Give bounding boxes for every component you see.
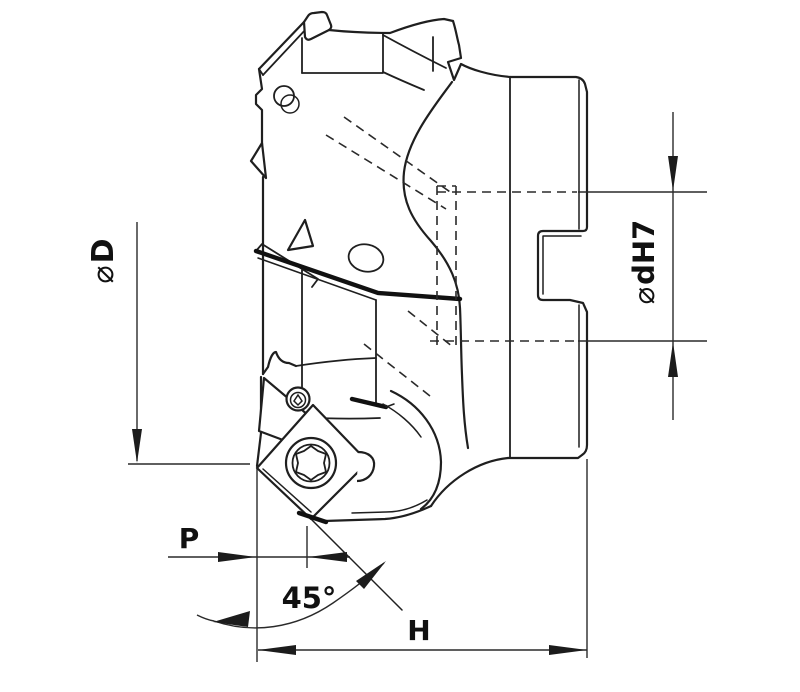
pocket-lip-thick xyxy=(349,396,389,410)
hidden-lines xyxy=(325,116,577,397)
clamp-wedge xyxy=(286,218,315,252)
pocket-wall-inner xyxy=(382,403,422,438)
hidden-diagonal-1 xyxy=(343,116,454,195)
phi-d-arrow-icon xyxy=(132,429,142,463)
keyway-inner-lines xyxy=(542,235,582,295)
hidden-diagonal-4 xyxy=(363,343,431,397)
torx-star-icon xyxy=(295,445,327,481)
bottom-edge xyxy=(322,504,433,523)
h-arrow-left-icon xyxy=(258,645,296,655)
main-insert xyxy=(255,403,376,525)
small-screw-star xyxy=(293,393,303,407)
tooth-notch xyxy=(446,19,512,82)
cutting-edge-underline xyxy=(257,257,377,301)
torx-screw-inner xyxy=(291,443,331,483)
bottom-chamfer-band xyxy=(351,499,428,514)
dimension-p: P xyxy=(168,468,350,662)
top-boss xyxy=(302,10,333,41)
phi-dh7-arrow-up-icon xyxy=(668,342,678,377)
small-screw-inner xyxy=(289,391,307,409)
insert-tip-edge-thick xyxy=(296,510,329,525)
top-rim xyxy=(327,17,455,35)
pocket-wall-arc xyxy=(389,389,443,511)
gash-connector xyxy=(382,71,425,91)
label-diameter-dh7: ⌀dH7 xyxy=(627,220,661,305)
bottom-fillet xyxy=(429,456,510,508)
angle-45-tail xyxy=(196,614,215,622)
pocket-top-line xyxy=(295,357,377,367)
insert-chamfer-band xyxy=(262,468,312,513)
dimension-phi-d: ⌀D xyxy=(86,222,250,465)
label-angle-45: 45° xyxy=(282,581,337,615)
flute-screw-hole-icon xyxy=(273,85,295,107)
left-edge-upper xyxy=(254,67,264,147)
label-p: P xyxy=(179,522,200,555)
angle-45-arrow-right-icon xyxy=(356,561,386,589)
left-spur xyxy=(261,350,298,376)
lower-pocket xyxy=(349,389,443,511)
label-h: H xyxy=(407,614,430,647)
flute-ridge-outer xyxy=(257,20,306,71)
p-arrow-right-icon xyxy=(218,552,256,562)
phi-dh7-arrow-down-icon xyxy=(668,156,678,191)
dimension-phi-dh7: ⌀dH7 xyxy=(578,112,707,420)
flute-lines xyxy=(273,32,470,450)
flute-face-curve xyxy=(402,80,470,450)
cutter-body xyxy=(249,10,589,523)
dimension-h: H xyxy=(258,459,588,658)
left-tooth-wedge xyxy=(249,141,268,180)
angle-45-arrow-left-icon xyxy=(213,611,250,627)
dimension-angle-45: 45° xyxy=(196,519,403,629)
angle-45-slant-line xyxy=(311,519,403,611)
flute-ridge-inner xyxy=(262,27,308,76)
pocket-finger-tab xyxy=(356,450,376,483)
h-arrow-right-icon xyxy=(549,645,587,655)
gash-curve xyxy=(382,34,447,69)
flange-outline xyxy=(506,75,589,460)
upper-wiper-insert xyxy=(253,218,463,302)
label-diameter-d: ⌀D xyxy=(86,239,121,284)
p-arrow-left-icon xyxy=(308,552,347,562)
flute-ellipse-hole-icon xyxy=(347,243,385,273)
main-cutting-edge-thick xyxy=(253,248,463,302)
left-edge-lower xyxy=(255,375,263,468)
flute-screw-hole-inner xyxy=(280,94,300,114)
hidden-diagonal-2 xyxy=(325,134,447,210)
